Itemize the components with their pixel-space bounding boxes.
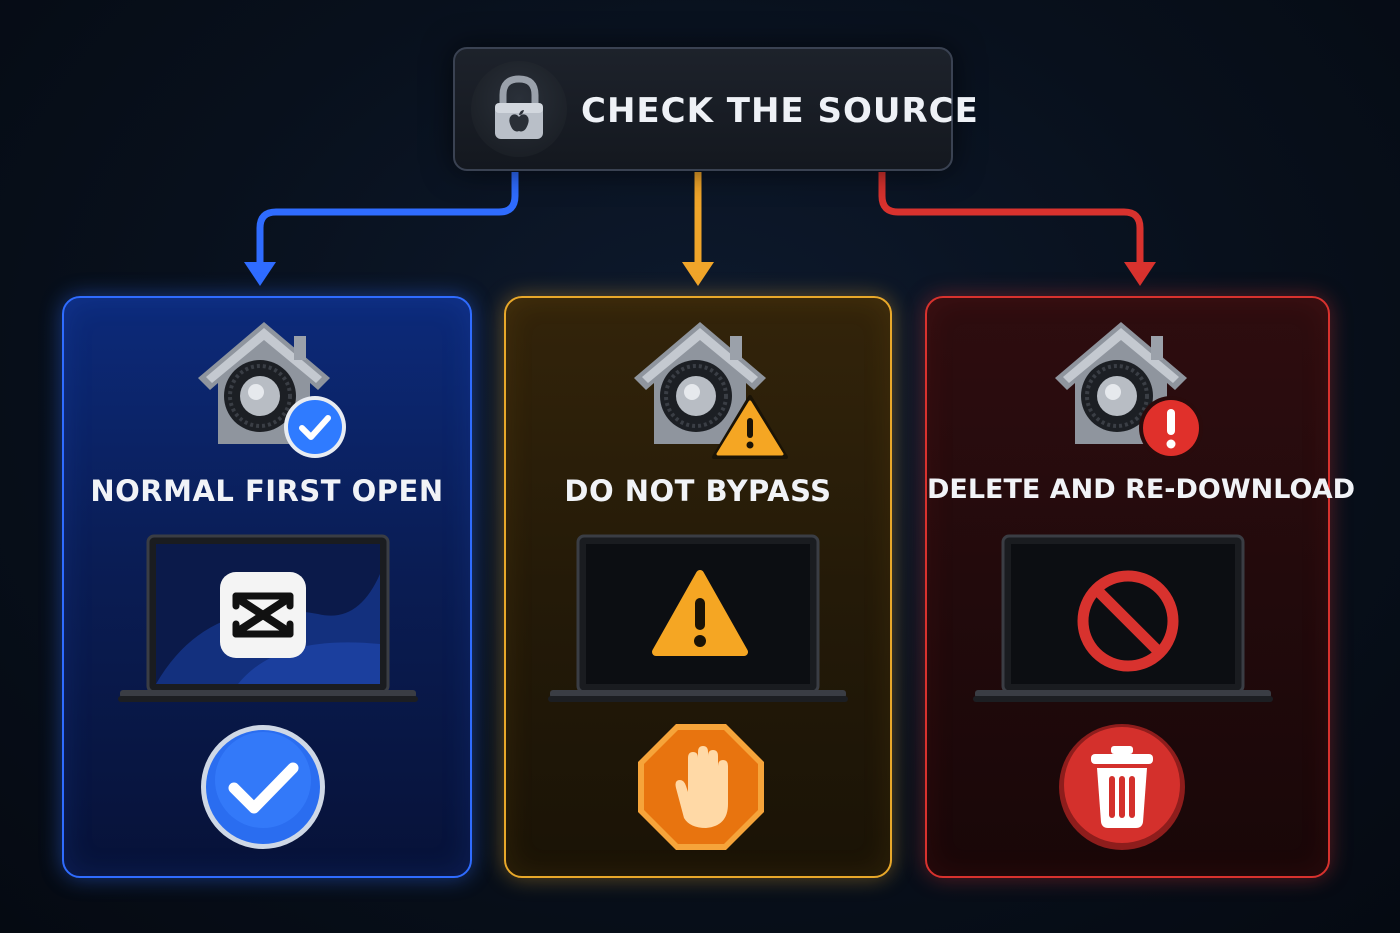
panel-title-bypass: DO NOT BYPASS [564,474,832,508]
connector-red [878,172,1144,264]
arrowhead-red [1124,262,1156,286]
trash-can-icon [1059,724,1185,850]
exclamation-badge-icon [1139,396,1203,460]
laptop-icon [118,534,418,702]
checkmark-badge-icon [284,396,346,458]
arrowhead-amber [682,262,714,286]
connector-blue [256,172,519,264]
warning-badge-icon [712,395,788,459]
source-title: CHECK THE SOURCE [581,91,979,131]
checkmark-circle-icon [201,725,325,849]
panel-do-not-bypass: DO NOT BYPASS [504,296,892,878]
warning-triangle-icon [652,570,748,656]
panel-normal-first-open: NORMAL FIRST OPEN [62,296,472,878]
lock-apple-icon [471,61,567,157]
gatekeeper-house-icon [634,322,766,444]
panel-title-delete: DELETE AND RE-DOWNLOAD [927,474,1356,505]
stop-hand-icon [638,724,764,850]
panel-delete-and-redownload: DELETE AND RE-DOWNLOAD [925,296,1356,878]
arrowhead-blue [244,262,276,286]
panel-title-normal: NORMAL FIRST OPEN [90,474,444,508]
prohibited-icon [1077,570,1179,672]
source-box: CHECK THE SOURCE [453,47,978,171]
capcut-app-icon [220,572,306,658]
